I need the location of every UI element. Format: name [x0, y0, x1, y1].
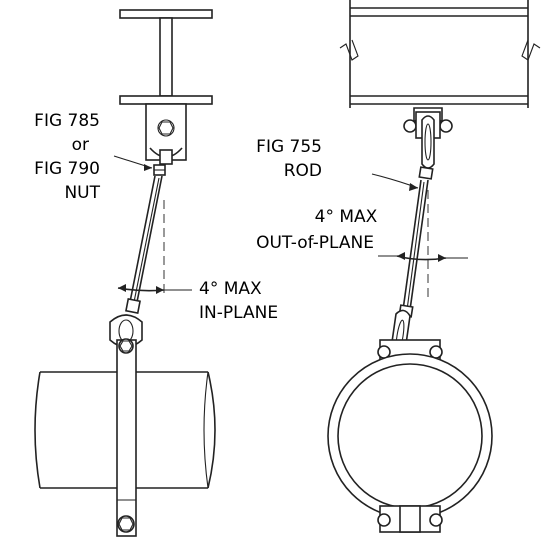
pipe-clamp-left	[116, 338, 137, 537]
label-nut: NUT	[64, 183, 100, 203]
angle-indicator-right	[378, 252, 468, 262]
angle-indicator-left	[117, 284, 192, 294]
label-fig-790: FIG 790	[34, 159, 100, 179]
hanger-rod-left	[125, 164, 166, 314]
label-angle-right-1: 4° MAX	[315, 207, 378, 227]
i-beam-left	[119, 9, 213, 105]
pipe-ring-clamp-right	[327, 339, 493, 533]
left-assembly: FIG 785 or FIG 790 NUT 4° MAX IN-PLANE	[34, 9, 278, 537]
label-angle-left-2: IN-PLANE	[199, 303, 278, 323]
label-or: or	[72, 135, 89, 155]
label-fig-785: FIG 785	[34, 111, 100, 131]
label-fig-755: FIG 755	[256, 137, 322, 157]
beam-right	[339, 0, 541, 108]
label-rod: ROD	[284, 161, 322, 181]
label-angle-right-2: OUT-of-PLANE	[256, 233, 374, 253]
right-assembly: FIG 755 ROD 4° MAX OUT-of-PLANE	[256, 0, 541, 533]
beam-attachment-left	[145, 103, 187, 165]
beam-clevis-right	[403, 107, 453, 169]
label-angle-left-1: 4° MAX	[199, 279, 262, 299]
